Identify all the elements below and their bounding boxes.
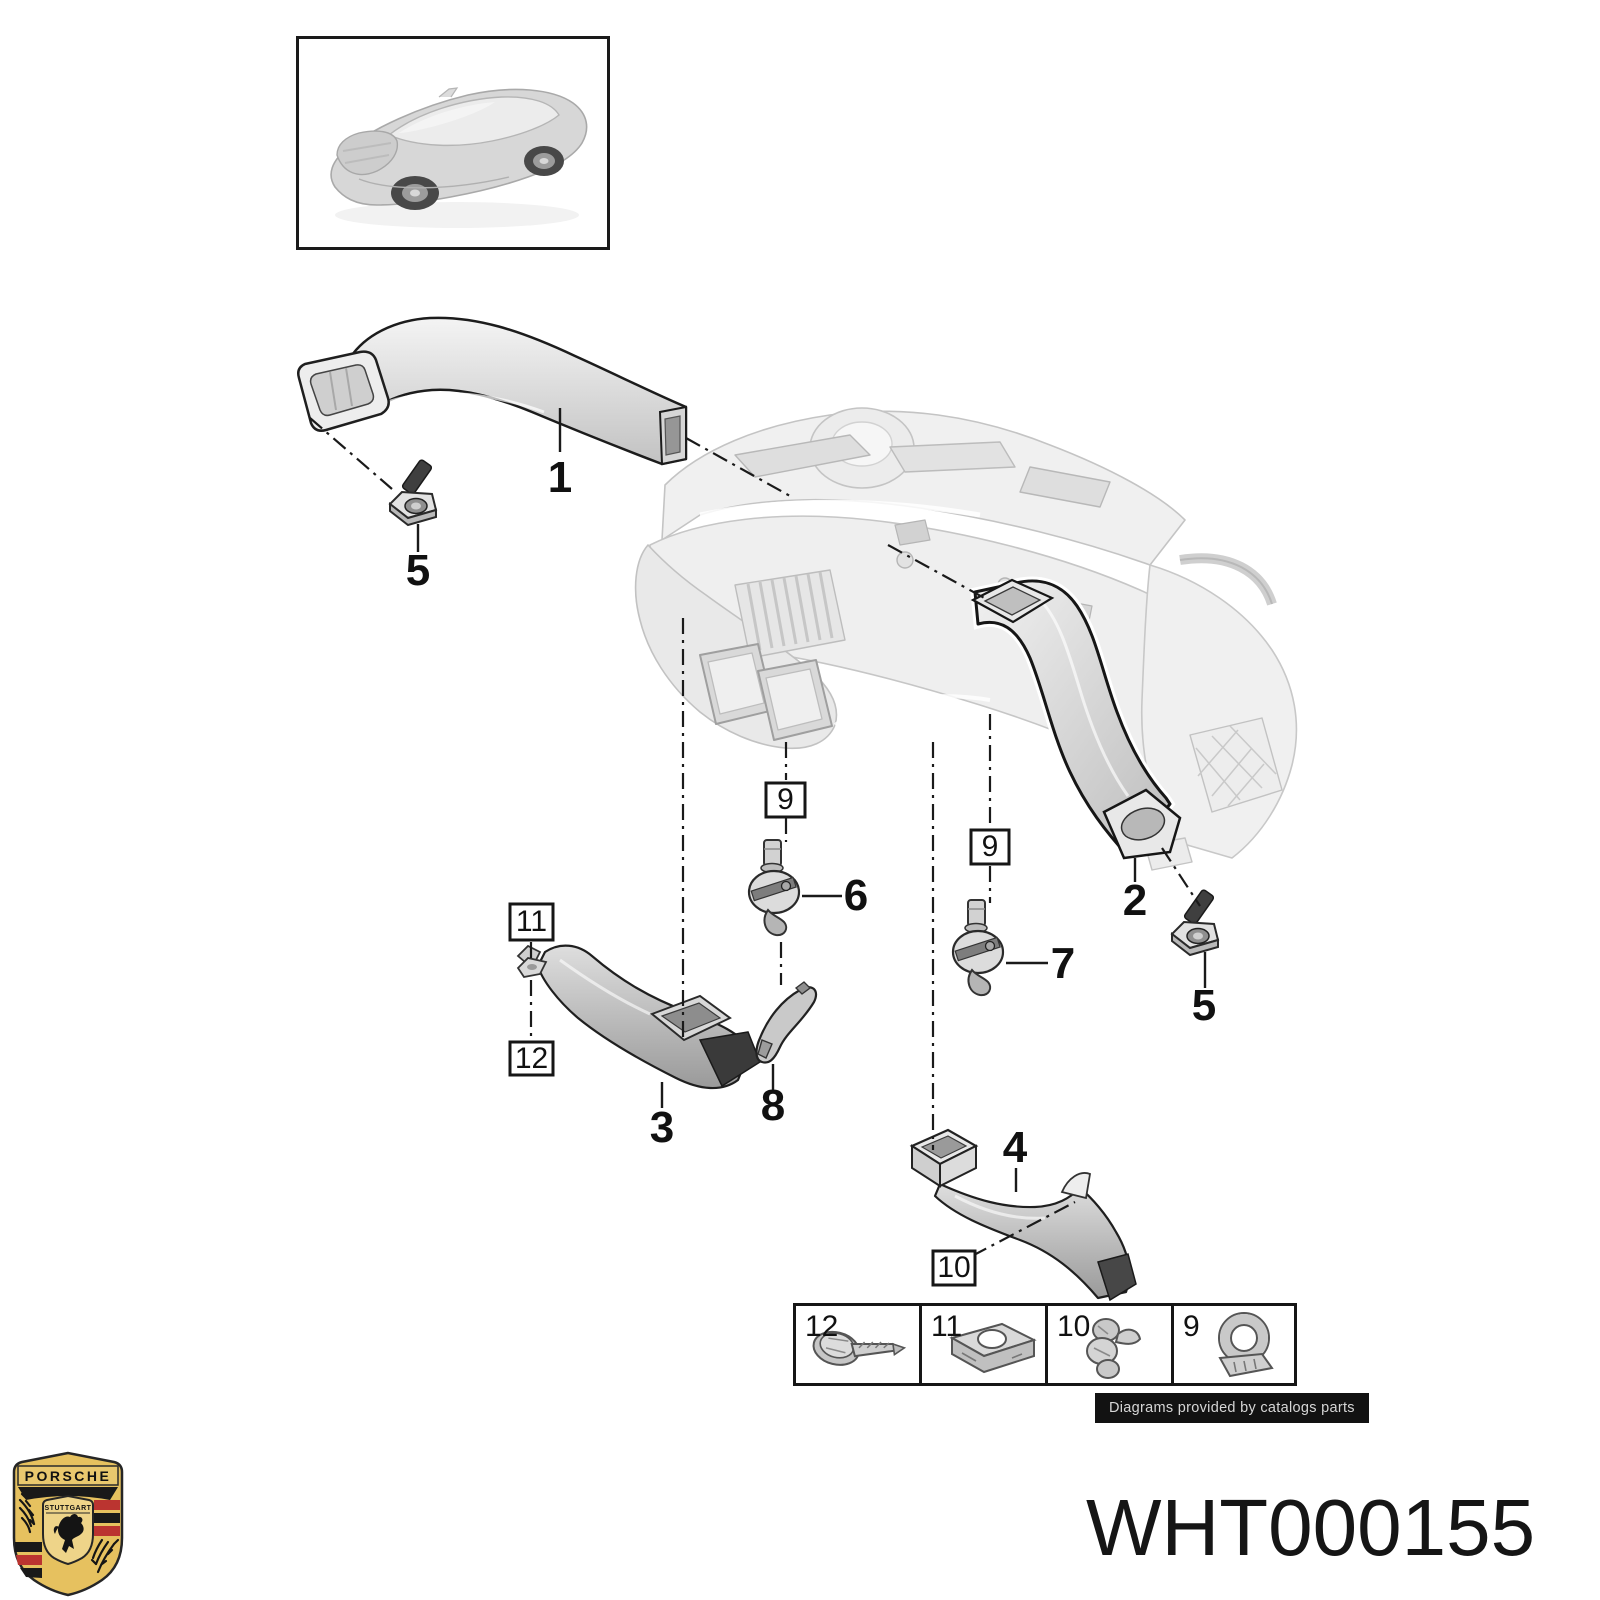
- watermark-badge: Diagrams provided by catalogs parts: [1095, 1393, 1369, 1423]
- callout-3-label: 3: [650, 1103, 674, 1152]
- callout-5-left-label: 5: [406, 546, 430, 595]
- svg-text:12: 12: [515, 1042, 548, 1075]
- callout-7-label: 7: [1051, 939, 1075, 988]
- legend-cell-12: 12: [793, 1303, 919, 1386]
- porsche-banner-text: PORSCHE: [25, 1468, 112, 1484]
- crest-stripes-bottom-left: [15, 1542, 42, 1578]
- part-8-bracket: [755, 981, 818, 1064]
- part-3-side-air-duct: [516, 941, 761, 1093]
- legend-label-12: 12: [805, 1310, 839, 1343]
- part-7-retaining-clamp: [951, 898, 1005, 997]
- leader-line-duct2-to-fastener5-right: [1161, 847, 1201, 907]
- legend-label-11: 11: [931, 1310, 963, 1343]
- callout-6-label: 6: [844, 871, 868, 920]
- part-6-retaining-clamp: [747, 838, 801, 937]
- leader-line-hvac-to-duct2: [887, 544, 989, 601]
- leader-line-duct1-to-fastener5-left: [309, 417, 393, 490]
- crest-stripes-top-right: [94, 1500, 120, 1536]
- part-code-text: WHT000155: [1086, 1483, 1536, 1572]
- crest-horse: [53, 1514, 84, 1553]
- stuttgart-text: STUTTGART: [45, 1505, 92, 1512]
- legend-strip: 12 11 10: [793, 1303, 1297, 1386]
- callout-4-label: 4: [1003, 1123, 1028, 1172]
- callout-box-12: 12: [508, 1040, 555, 1077]
- legend-cell-10: 10: [1045, 1303, 1171, 1386]
- svg-text:10: 10: [937, 1251, 970, 1284]
- leader-line-box10-to-part4: [971, 1201, 1076, 1257]
- screw-icon: [812, 1330, 907, 1366]
- legend-label-10: 10: [1057, 1310, 1091, 1343]
- cage-nut-position-clip: [516, 957, 548, 978]
- svg-text:9: 9: [777, 783, 794, 816]
- part-5-fastener-left: [389, 458, 437, 526]
- vehicle-icon: [330, 87, 588, 228]
- part-4-rear-air-duct: [909, 1128, 1137, 1303]
- hvac-housing-assembly: [634, 407, 1298, 871]
- leader-line-duct1-to-hvac: [685, 437, 791, 497]
- vehicle-thumbnail-box: [296, 36, 610, 250]
- callout-box-11: 11: [508, 902, 555, 942]
- crest-banner: [17, 1465, 119, 1486]
- callout-8-label: 8: [761, 1081, 785, 1130]
- part-2-air-duct: [970, 576, 1182, 863]
- callout-box-10: 10: [931, 1249, 977, 1287]
- legend-cell-11: 11: [919, 1303, 1045, 1386]
- crest-antlers-bottom-right: [90, 1538, 120, 1574]
- expansion-clip-icon: [1086, 1318, 1142, 1379]
- legend-label-9: 9: [1183, 1310, 1200, 1343]
- part-1-center-air-duct: [297, 313, 691, 469]
- cage-nut-icon: [949, 1322, 1037, 1374]
- callout-box-9-right: 9: [969, 828, 1011, 866]
- crest-chevron-band: [18, 1487, 118, 1500]
- svg-text:11: 11: [516, 905, 547, 938]
- svg-text:9: 9: [982, 830, 999, 863]
- callout-1-label: 1: [548, 453, 572, 502]
- part-5-fastener-right: [1171, 888, 1219, 956]
- porsche-crest-logo: PORSCHE STUTTGART: [12, 1451, 124, 1597]
- callout-2-label: 2: [1123, 876, 1147, 925]
- clamp-ring-icon: [1218, 1312, 1274, 1378]
- legend-cell-9: 9: [1171, 1303, 1297, 1386]
- callout-box-9-left: 9: [764, 781, 807, 819]
- callout-5-right-label: 5: [1192, 981, 1216, 1030]
- watermark-text: Diagrams provided by catalogs parts: [1109, 1400, 1355, 1416]
